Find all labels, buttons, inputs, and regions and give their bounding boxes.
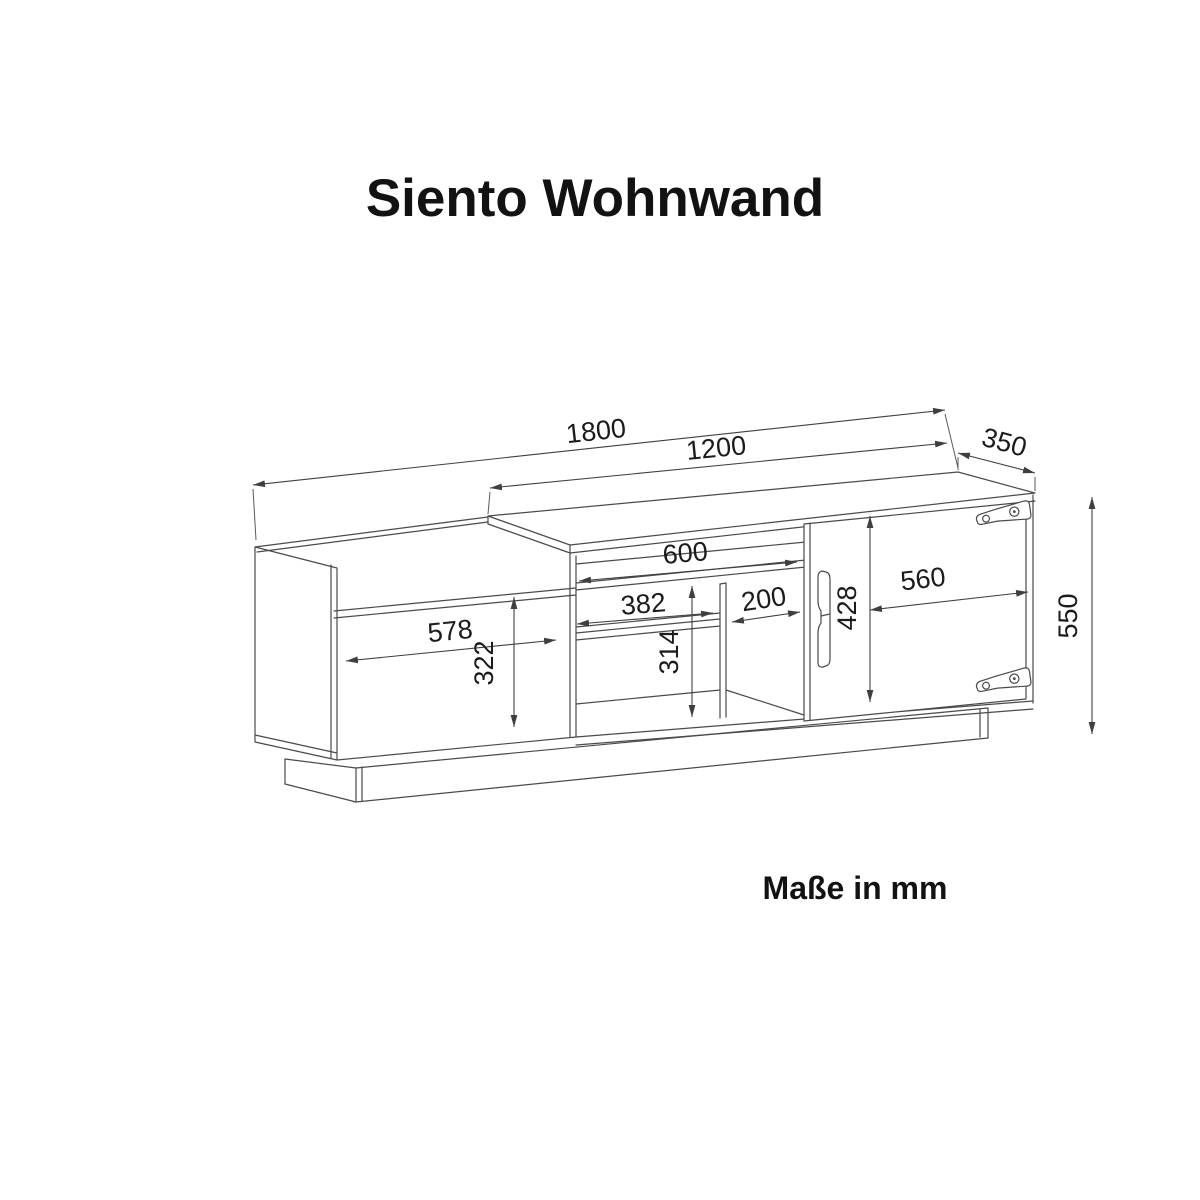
plinth-base	[284, 707, 989, 803]
dim-label-middle-compartment-width: 382	[620, 587, 667, 621]
door-hinge-top-icon	[975, 500, 1032, 526]
dimension-door-width: 560	[869, 562, 1029, 613]
unit-note: Maße in mm	[763, 870, 948, 906]
dim-label-middle-compartment-height: 314	[654, 629, 684, 674]
door-handle-icon	[817, 570, 831, 668]
door-hinge-bottom-icon	[975, 667, 1032, 693]
dimension-middle-compartment-height: 314	[654, 586, 696, 717]
dim-label-top-shelf-width: 600	[661, 536, 709, 570]
dim-label-total-height: 550	[1053, 593, 1083, 638]
dim-label-left-compartment-width: 578	[426, 614, 474, 648]
dim-label-door-height: 428	[832, 585, 862, 630]
dim-label-narrow-compartment-width: 200	[739, 581, 788, 617]
dim-label-cabinet-width: 1200	[685, 430, 748, 466]
dimension-narrow-compartment-width: 200	[731, 581, 801, 624]
dim-label-total-width: 1800	[565, 413, 628, 449]
dimension-total-height: 550	[1053, 497, 1096, 734]
dimension-middle-compartment-width: 382	[576, 587, 714, 627]
dimension-left-compartment-width: 578	[345, 614, 557, 664]
dimension-top-shelf-width: 600	[578, 536, 798, 584]
dim-label-depth: 350	[979, 422, 1030, 463]
dimension-left-compartment-height: 322	[469, 597, 518, 727]
dim-label-left-compartment-height: 322	[469, 640, 499, 685]
dimension-cabinet-width: 1200	[489, 430, 948, 491]
dimension-total-width: 1800	[252, 407, 946, 488]
page-title: Siento Wohnwand	[366, 169, 824, 228]
dim-label-door-width: 560	[899, 562, 947, 597]
left-open-compartment	[254, 516, 577, 761]
dimension-depth: 350	[957, 422, 1036, 474]
